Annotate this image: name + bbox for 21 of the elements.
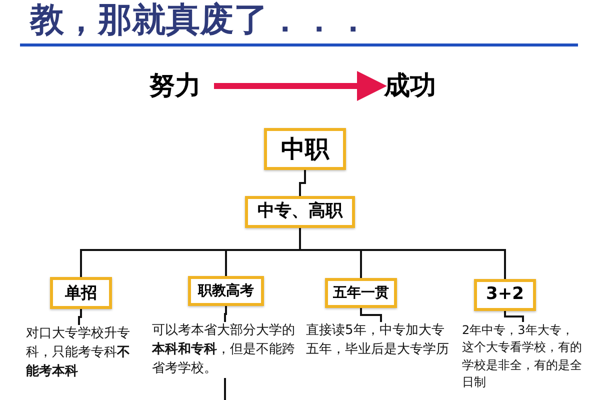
connector-line bbox=[224, 306, 227, 322]
connector-line bbox=[299, 170, 306, 196]
description-text: 对口大专学校升专科，只能考专科不能考本科 bbox=[26, 325, 132, 382]
connector-line bbox=[360, 308, 382, 322]
heading-text: 教，那就真废了．．． bbox=[30, 0, 370, 40]
connector-line bbox=[78, 309, 82, 325]
category-box: 五年一贯 bbox=[325, 278, 397, 308]
connector-line bbox=[224, 378, 226, 400]
category-box: 中职 bbox=[264, 128, 346, 170]
description-text: 2年中专，3年大专，这个大专看学校，有的学校是非全，有的是全日制 bbox=[462, 322, 584, 392]
description-text: 可以考本省大部分大学的本科和专科，但是不能跨省考学校。 bbox=[152, 322, 298, 379]
connector-line bbox=[504, 311, 524, 322]
category-box: 单招 bbox=[50, 277, 112, 309]
category-box: 3+2 bbox=[474, 279, 536, 311]
arrow bbox=[214, 71, 387, 101]
connector-line bbox=[299, 228, 506, 279]
category-box: 中专、高职 bbox=[245, 196, 355, 228]
category-box: 职教高考 bbox=[188, 276, 264, 306]
description-text: 直接读5年，中专加大专五年，毕业后是大专学历 bbox=[306, 322, 456, 360]
keyword-text: 努力 bbox=[140, 68, 210, 104]
keyword-text: 成功 bbox=[375, 68, 445, 104]
